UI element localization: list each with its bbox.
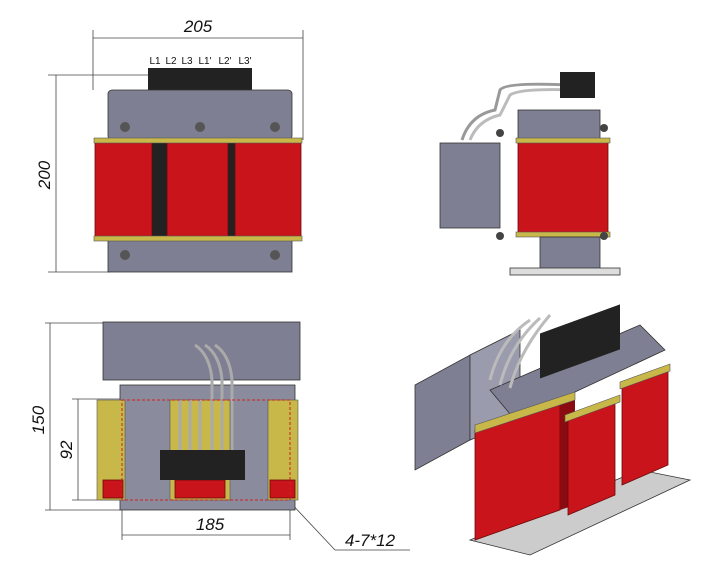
terminal-labels: L1 L2 L3 L1' L2' L3' (149, 56, 251, 67)
mount-horizontal-label: 185 (196, 515, 225, 534)
top-yoke (107, 89, 293, 141)
terminal-label: L1' (198, 56, 211, 67)
coil-1 (94, 141, 153, 240)
iso-coil-3 (621, 369, 669, 486)
terminal-label: L1 (149, 56, 161, 67)
height-label: 200 (35, 160, 54, 190)
side-base (509, 267, 621, 276)
top-view: 150 92 185 4-7*12 (29, 321, 410, 551)
terminal-label: L3' (238, 56, 251, 67)
mount-vertical-label: 92 (57, 440, 76, 459)
front-view: 205 200 L1 L2 L3 L1' L2' L3' (35, 17, 304, 273)
terminal-label: L3 (181, 56, 193, 67)
iso-cover (414, 354, 471, 471)
width-label: 205 (183, 17, 213, 36)
side-cover (439, 142, 501, 229)
mount-hole-outline (121, 399, 291, 501)
side-view (439, 72, 621, 276)
bottom-yoke (107, 239, 293, 273)
coil-2 (166, 141, 229, 240)
mount-hole-label: 4-7*12 (345, 531, 396, 550)
leader-line (287, 499, 410, 551)
terminal-label: L2' (218, 56, 231, 67)
depth-label: 150 (29, 405, 48, 434)
side-terminal (560, 72, 595, 98)
coil-3 (234, 141, 302, 240)
terminal-label: L2 (165, 56, 177, 67)
isometric-view (414, 304, 692, 556)
side-coil (517, 141, 609, 235)
terminal-block (148, 68, 252, 92)
top-terminal-block (160, 450, 245, 480)
